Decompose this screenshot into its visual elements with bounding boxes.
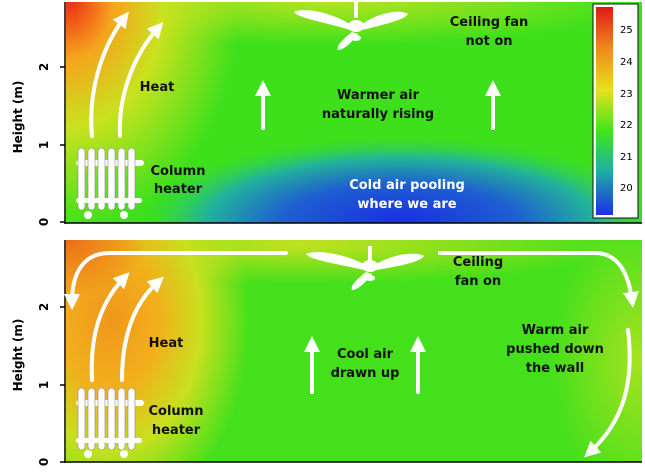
panel-top: 25 24 23 22 21 20 0 1 2 Height (m) [11, 2, 642, 226]
white-arrow-icon [438, 251, 639, 308]
radiator-heater-icon [76, 147, 144, 219]
cold-air-label: Cold air pooling [349, 178, 465, 193]
colorbar-tick: 25 [620, 25, 633, 36]
warm-air-label: pushed down [506, 342, 604, 357]
rising-arrows-bottom [304, 336, 426, 394]
column-heater-label: heater [154, 182, 203, 197]
colorbar: 25 24 23 22 21 20 [592, 3, 639, 219]
colorbar-tick: 23 [620, 89, 633, 100]
y-axis-label: Height (m) [11, 81, 25, 154]
ceiling-fan-icon [306, 246, 424, 290]
colorbar-tick: 21 [620, 152, 633, 163]
panel-bottom: 0 1 2 Height (m) [11, 240, 642, 466]
warm-air-label: naturally rising [322, 107, 434, 122]
colorbar-tick: 22 [620, 120, 633, 131]
heatmap-bottom [66, 240, 642, 462]
cold-air-label: where we are [357, 197, 456, 212]
y-tick-label: 2 [37, 63, 51, 71]
circulation-arrows [64, 251, 639, 458]
warm-air-label: Warmer air [337, 88, 420, 103]
heat-label: Heat [149, 336, 184, 351]
white-arrow-icon [64, 251, 288, 310]
cool-air-label: Cool air [337, 347, 394, 362]
column-heater-label: Column [151, 164, 206, 179]
heat-arrows-top [89, 11, 164, 138]
y-tick-label: 0 [37, 458, 51, 466]
ceiling-fan-label: Ceiling [453, 255, 503, 270]
rising-arrows-top [255, 80, 501, 130]
cool-air-label: drawn up [331, 366, 400, 381]
white-arrow-icon [117, 22, 164, 138]
ceiling-fan-label: fan on [455, 274, 501, 289]
white-arrow-icon [89, 272, 130, 382]
y-tick-label: 1 [37, 381, 51, 389]
warm-air-label: Warm air [522, 323, 589, 338]
ceiling-fan-icon [294, 2, 408, 50]
ceiling-fan-label: not on [465, 34, 512, 49]
y-tick-label: 2 [37, 303, 51, 311]
heat-label: Heat [140, 80, 175, 95]
y-tick-label: 1 [37, 141, 51, 149]
column-heater-label: heater [152, 423, 201, 438]
ceiling-fan-label: Ceiling fan [450, 15, 529, 30]
warm-air-label: the wall [526, 361, 585, 376]
y-tick-label: 0 [37, 218, 51, 226]
radiator-heater-icon [76, 387, 144, 458]
y-axis-label: Height (m) [11, 319, 25, 392]
white-arrow-icon [584, 328, 632, 458]
y-axis-bottom: 0 1 2 Height (m) [11, 240, 642, 466]
column-heater-label: Column [149, 404, 204, 419]
white-arrow-icon [120, 276, 164, 382]
y-axis-top: 0 1 2 Height (m) [11, 2, 642, 226]
colorbar-tick: 20 [620, 183, 633, 194]
colorbar-tick: 24 [620, 57, 633, 68]
white-arrow-icon [89, 11, 129, 138]
